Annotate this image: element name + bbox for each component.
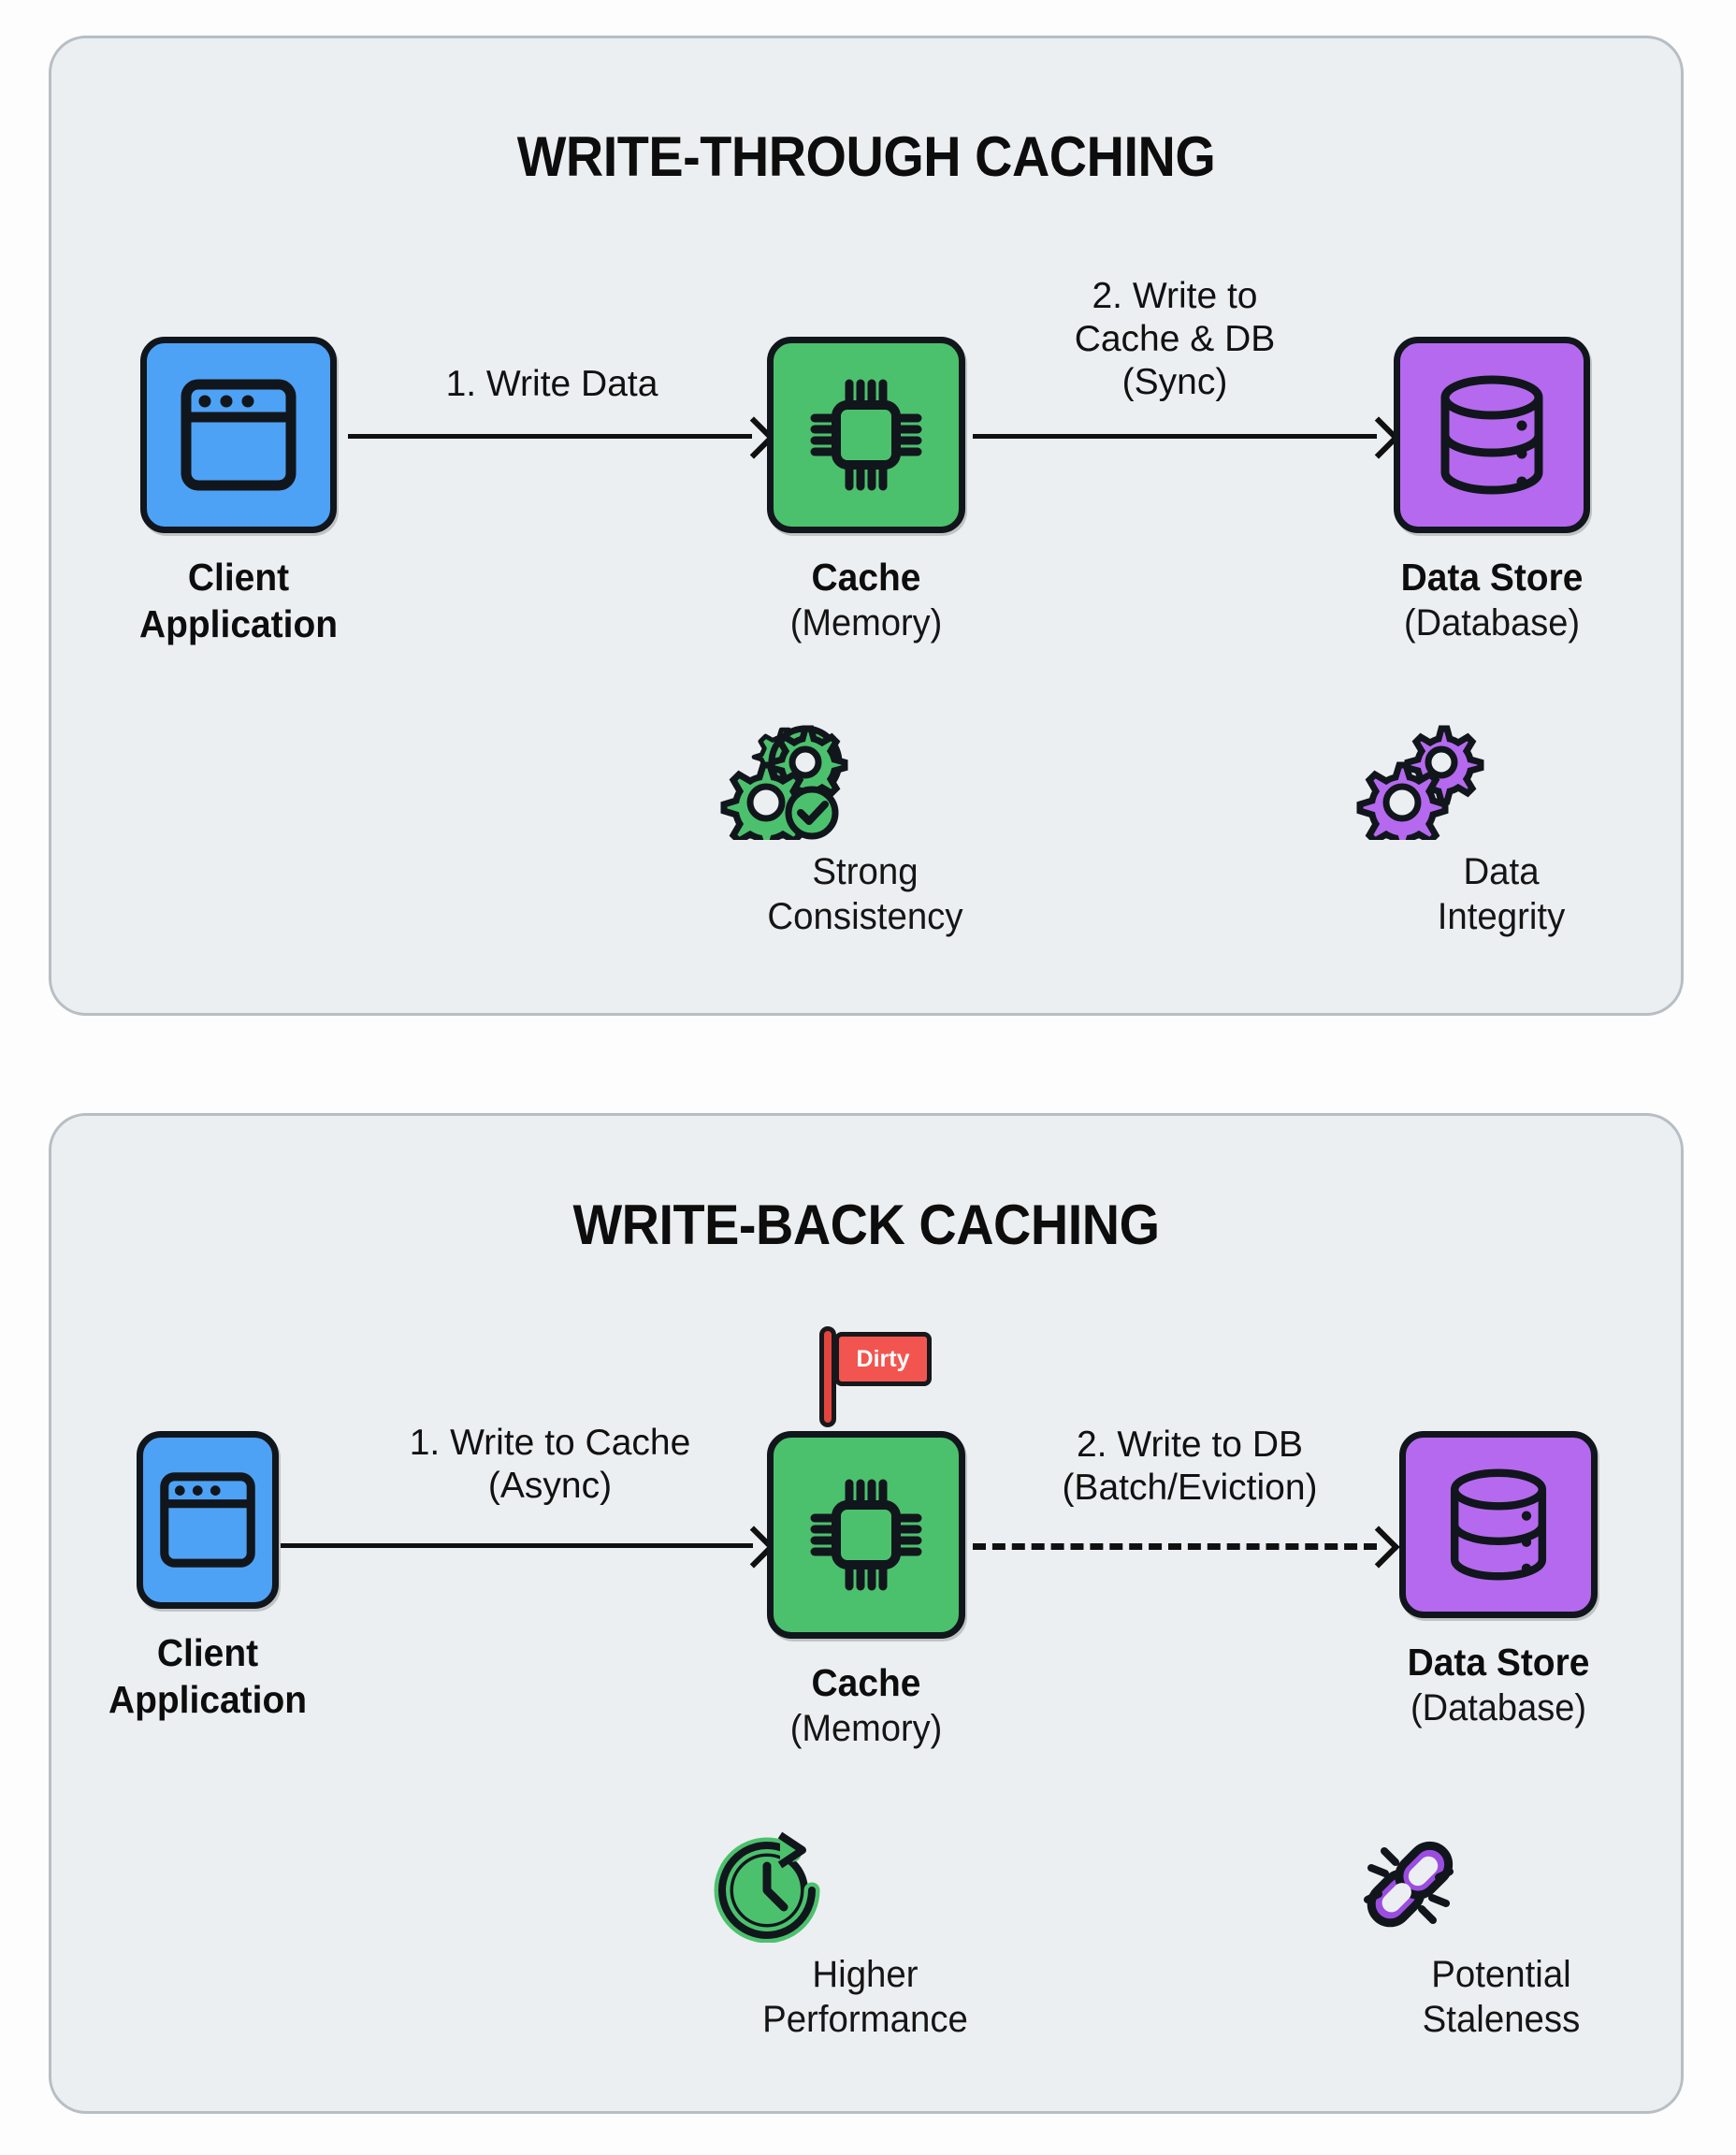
flag-pole-icon xyxy=(819,1326,836,1427)
node-datastore-write-through[interactable]: Data Store (Database) xyxy=(1394,337,1590,644)
gears-check-icon xyxy=(711,718,1020,840)
clock-arrow-icon xyxy=(711,1829,1020,1943)
data-store-box[interactable] xyxy=(1399,1431,1598,1618)
cache-box[interactable] xyxy=(767,337,965,533)
client-application-label: Client Application xyxy=(108,1631,308,1722)
gears-icon xyxy=(1347,718,1656,840)
browser-window-icon xyxy=(181,379,297,491)
cache-label: Cache (Memory) xyxy=(789,556,943,644)
client-application-label: Client Application xyxy=(138,556,339,646)
flag-banner: Dirty xyxy=(834,1332,932,1386)
feature-potential-staleness: Potential Staleness xyxy=(1347,1829,1656,2042)
feature-label-data-integrity: Data Integrity xyxy=(1437,851,1566,937)
broken-chain-icon xyxy=(1347,1829,1656,1943)
node-client-write-through[interactable]: Client Application xyxy=(139,337,338,645)
arrow-line-dashed xyxy=(973,1543,1377,1550)
node-cache-write-through[interactable]: Cache (Memory) xyxy=(767,337,965,644)
data-store-label: Data Store (Database) xyxy=(1407,1641,1590,1729)
cache-box[interactable] xyxy=(767,1431,965,1639)
arrow-label-write-cache-db: 2. Write to Cache & DB (Sync) xyxy=(1074,276,1276,403)
panel-title-write-through: WRITE-THROUGH CACHING xyxy=(516,125,1216,188)
browser-window-icon xyxy=(160,1472,255,1568)
arrow-line xyxy=(973,434,1377,439)
arrow-line xyxy=(348,434,752,439)
feature-label-strong-consistency: Strong Consistency xyxy=(767,851,963,937)
arrow-label-write-to-cache: 1. Write to Cache (Async) xyxy=(409,1423,691,1507)
database-icon xyxy=(1450,1468,1547,1581)
node-cache-write-back[interactable]: Cache (Memory) xyxy=(767,1431,965,1749)
feature-higher-performance: Higher Performance xyxy=(711,1829,1020,2042)
cpu-chip-icon xyxy=(810,379,922,491)
feature-data-integrity: Data Integrity xyxy=(1347,718,1656,939)
feature-strong-consistency: Strong Consistency xyxy=(711,718,1020,939)
cache-label: Cache (Memory) xyxy=(789,1661,943,1750)
data-store-box[interactable] xyxy=(1394,337,1590,533)
arrow-line xyxy=(281,1543,753,1548)
node-datastore-write-back[interactable]: Data Store (Database) xyxy=(1399,1431,1598,1728)
arrow-label-write-data: 1. Write Data xyxy=(445,364,658,404)
feature-label-potential-staleness: Potential Staleness xyxy=(1422,1954,1581,2040)
data-store-label: Data Store (Database) xyxy=(1400,556,1584,644)
feature-label-higher-performance: Higher Performance xyxy=(762,1954,968,2040)
database-icon xyxy=(1440,375,1543,495)
client-application-box[interactable] xyxy=(140,337,337,533)
dirty-flag-badge: Dirty xyxy=(816,1326,935,1427)
dirty-flag-text: Dirty xyxy=(856,1345,910,1372)
cpu-chip-icon xyxy=(810,1479,922,1591)
panel-title-write-back: WRITE-BACK CACHING xyxy=(572,1193,1160,1256)
arrow-label-write-to-db: 2. Write to DB (Batch/Eviction) xyxy=(1062,1425,1318,1509)
client-application-box[interactable] xyxy=(137,1431,279,1609)
node-client-write-back[interactable]: Client Application xyxy=(108,1431,307,1721)
